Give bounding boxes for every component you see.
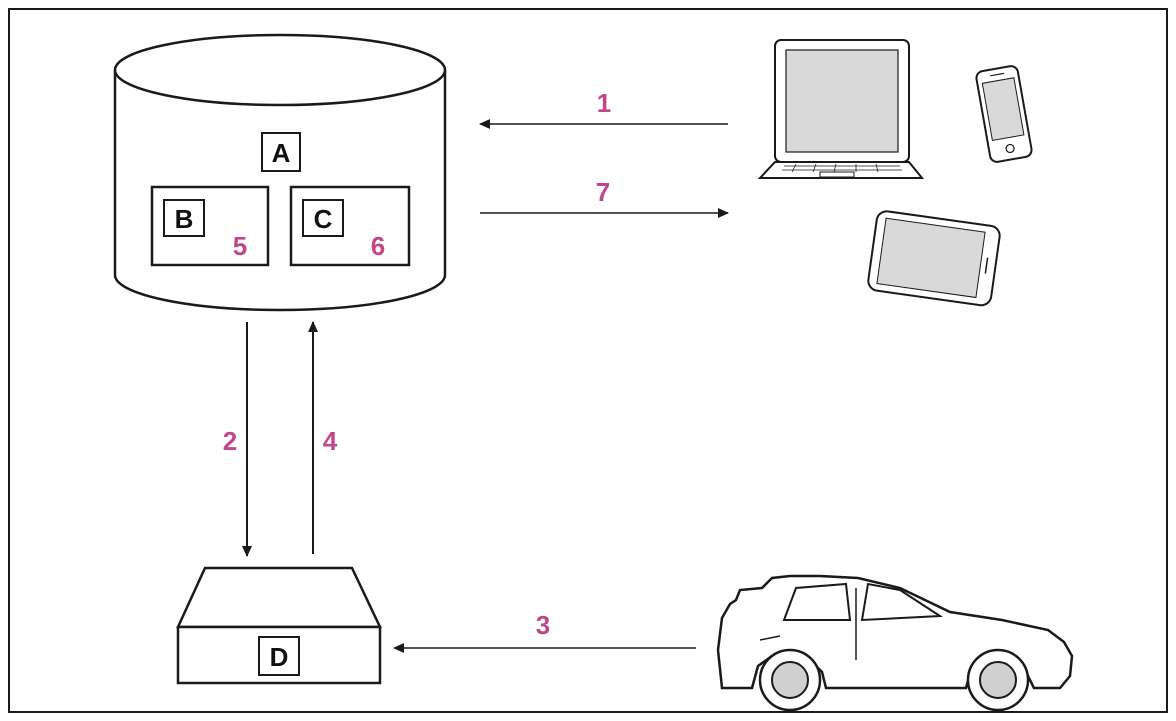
label-box-c — [302, 199, 344, 237]
smartphone-icon — [975, 65, 1033, 163]
label-box-d — [258, 636, 300, 676]
label-box-a — [261, 132, 301, 172]
module-c-label: C — [314, 204, 333, 234]
step-2: 2 — [223, 426, 237, 456]
diagram-frame — [8, 8, 1168, 713]
step-1: 1 — [597, 88, 611, 118]
laptop-icon — [757, 39, 925, 179]
unit-d-box — [176, 566, 382, 685]
module-b-label: B — [175, 204, 194, 234]
server-database — [113, 33, 447, 312]
step-4: 4 — [323, 426, 338, 456]
car-icon — [716, 574, 1074, 712]
label-box-b — [163, 199, 205, 237]
unit-d-label: D — [270, 642, 289, 672]
tablet-icon — [867, 210, 1001, 307]
step-7: 7 — [596, 177, 610, 207]
step-3: 3 — [536, 610, 550, 640]
step-6: 6 — [371, 231, 385, 261]
step-5: 5 — [233, 231, 247, 261]
server-label: A — [272, 138, 291, 168]
